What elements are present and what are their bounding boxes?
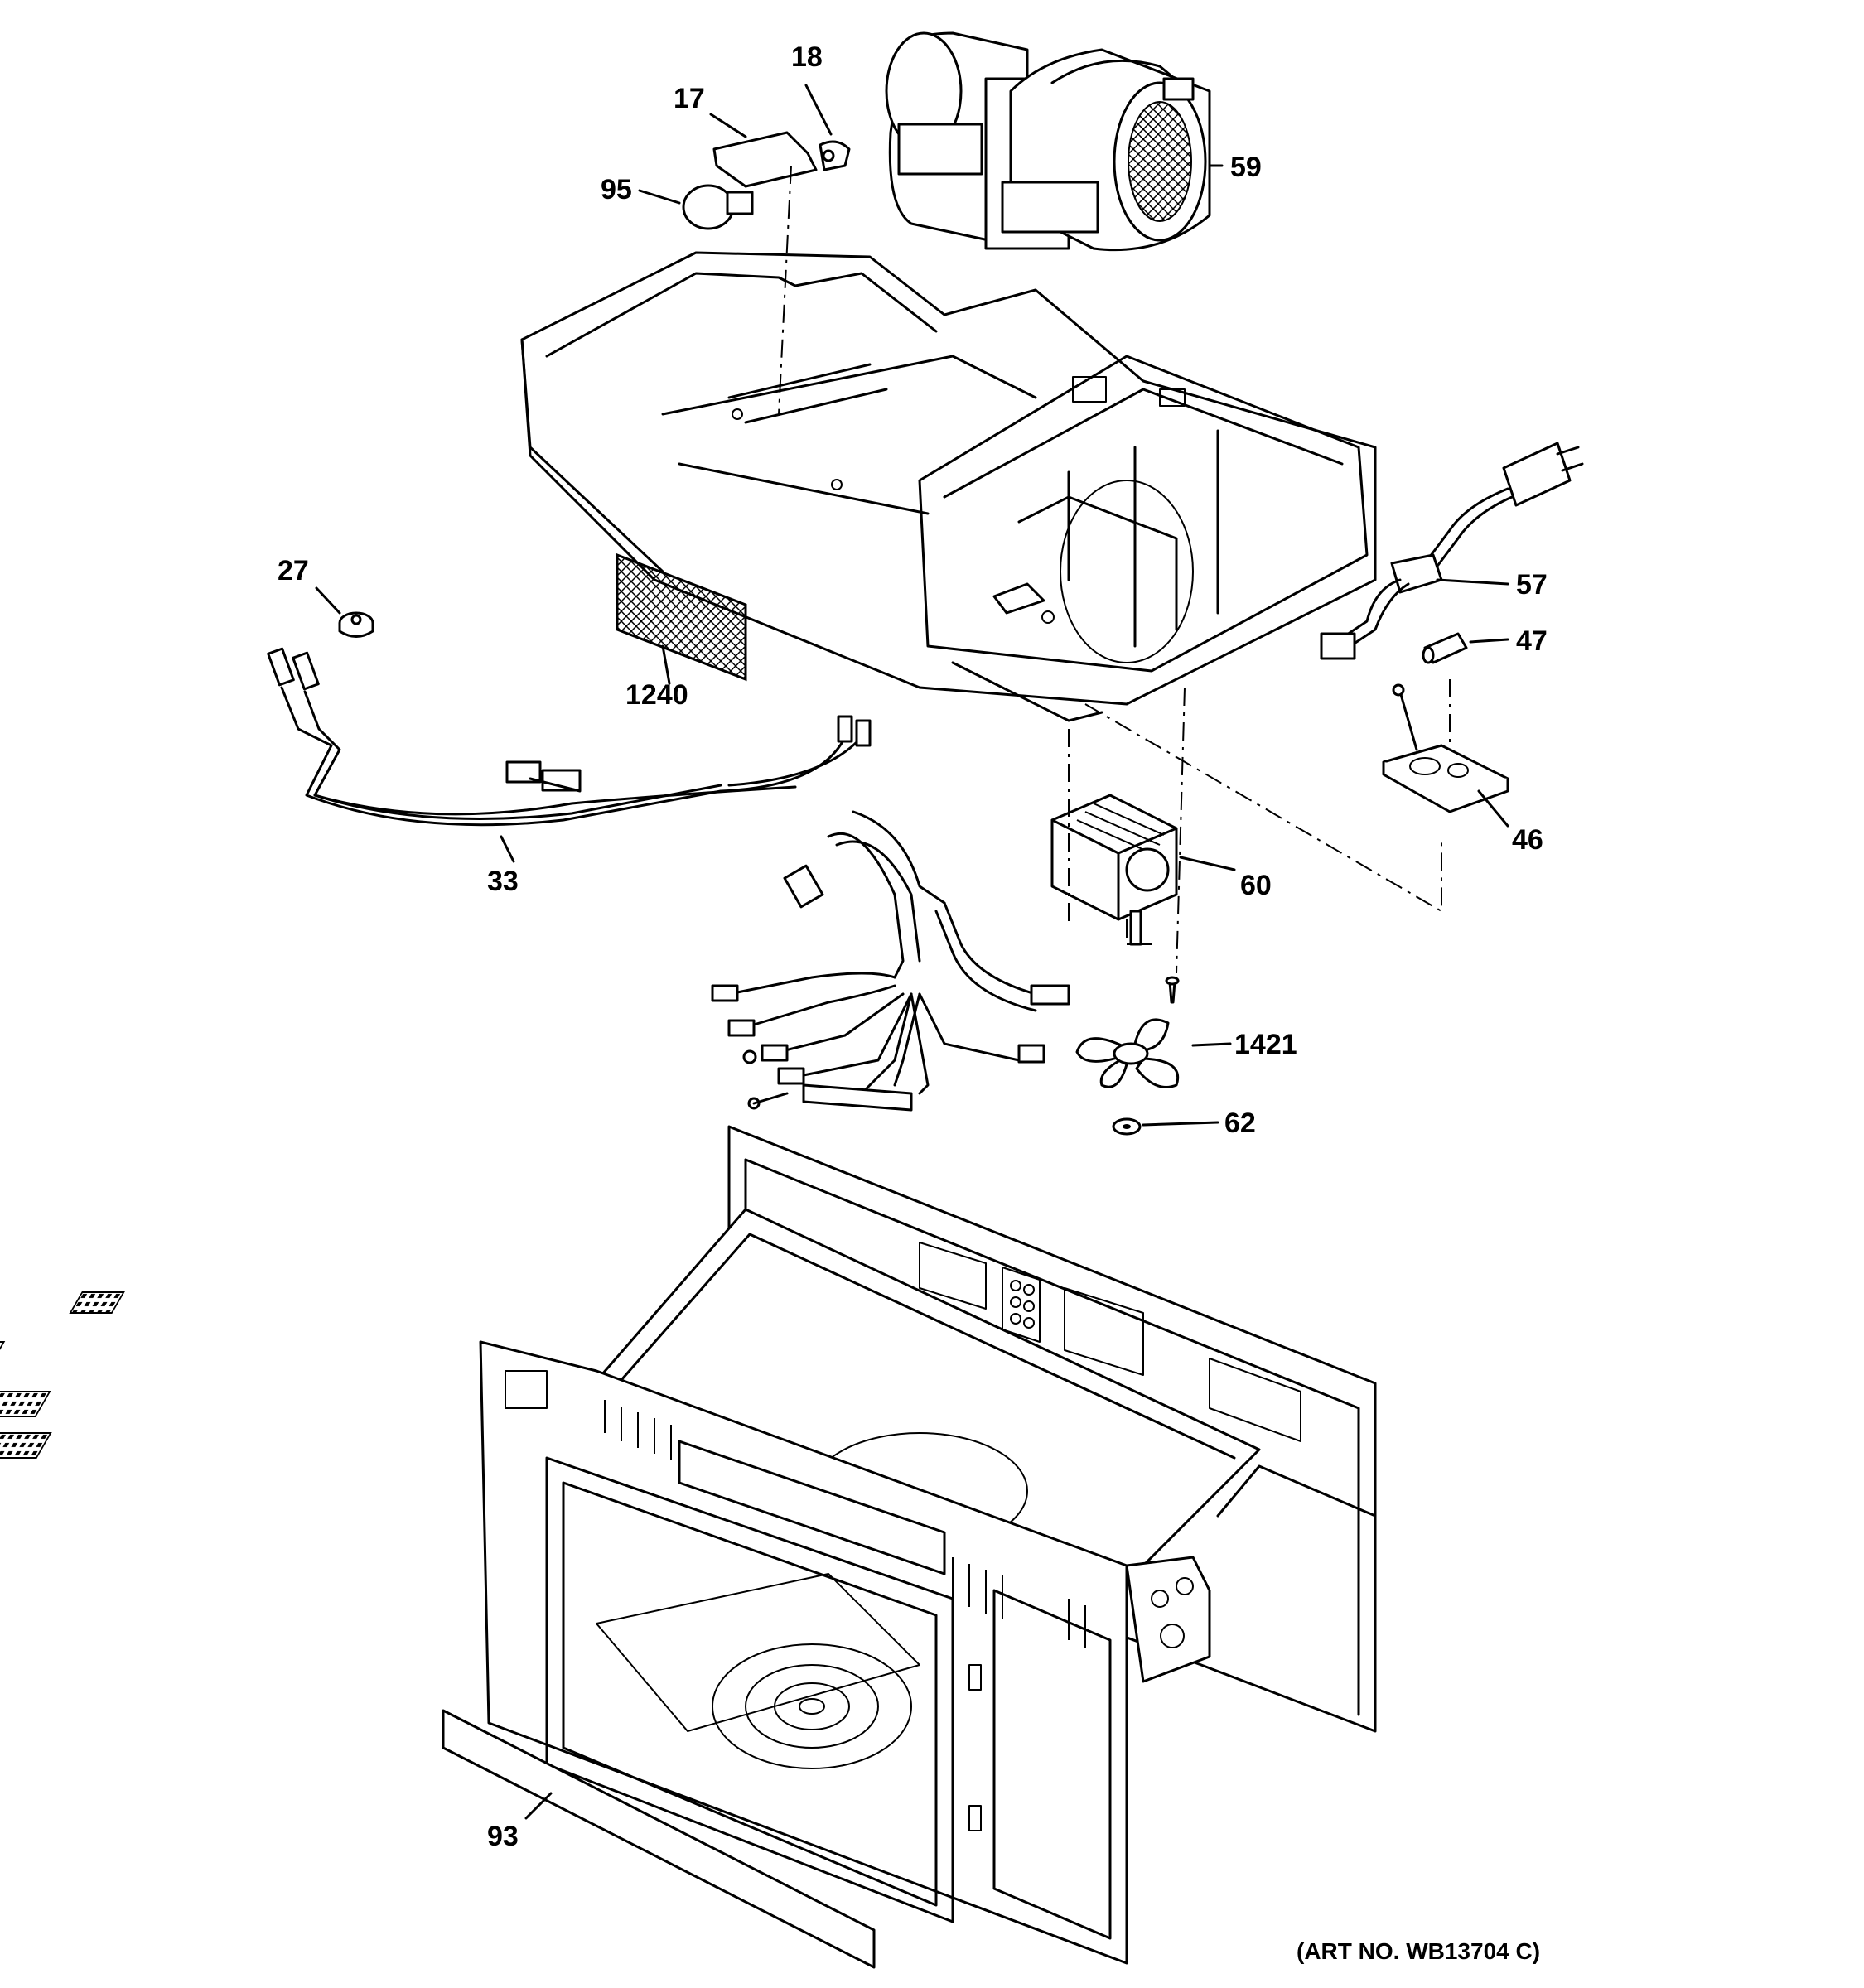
art-number: (ART NO. WB13704 C) bbox=[1297, 1938, 1540, 1964]
fan-blade bbox=[1075, 976, 1180, 1088]
callout-33: 33 bbox=[487, 866, 519, 897]
washer bbox=[1112, 1117, 1142, 1136]
charcoal-filter bbox=[616, 552, 747, 682]
callout-18: 18 bbox=[791, 41, 823, 73]
thermostat bbox=[338, 611, 374, 638]
wire-harness-33 bbox=[267, 647, 872, 827]
callout-27: 27 bbox=[278, 555, 309, 586]
callout-labels: 17 18 95 59 27 1240 57 47 33 46 60 1421 … bbox=[278, 41, 1548, 1964]
callout-1421: 1421 bbox=[1234, 1029, 1297, 1060]
main-wire-harness bbox=[711, 810, 1070, 1112]
callout-1240: 1240 bbox=[625, 679, 688, 711]
noise-filter-board bbox=[1382, 683, 1509, 813]
callout-95: 95 bbox=[601, 174, 632, 205]
callout-60: 60 bbox=[1240, 870, 1272, 901]
callout-46: 46 bbox=[1512, 824, 1543, 856]
leader-lines bbox=[315, 84, 1509, 1820]
callout-93: 93 bbox=[487, 1821, 519, 1852]
callout-47: 47 bbox=[1516, 625, 1548, 657]
callout-57: 57 bbox=[1516, 569, 1548, 601]
fuse bbox=[1422, 632, 1468, 664]
fan-motor bbox=[1050, 794, 1178, 946]
front-vent-slots bbox=[604, 1400, 1086, 1648]
upper-duct-housing bbox=[520, 251, 1377, 722]
callout-59: 59 bbox=[1230, 152, 1262, 183]
callout-17: 17 bbox=[674, 83, 705, 114]
front-trim-strip bbox=[442, 1709, 876, 1969]
assembly-lines bbox=[778, 165, 1451, 974]
callout-62: 62 bbox=[1224, 1107, 1256, 1139]
lamp-socket-assembly bbox=[682, 131, 851, 230]
oven-cavity-chassis bbox=[0, 1125, 1377, 1965]
blower-assembly bbox=[885, 31, 1211, 252]
